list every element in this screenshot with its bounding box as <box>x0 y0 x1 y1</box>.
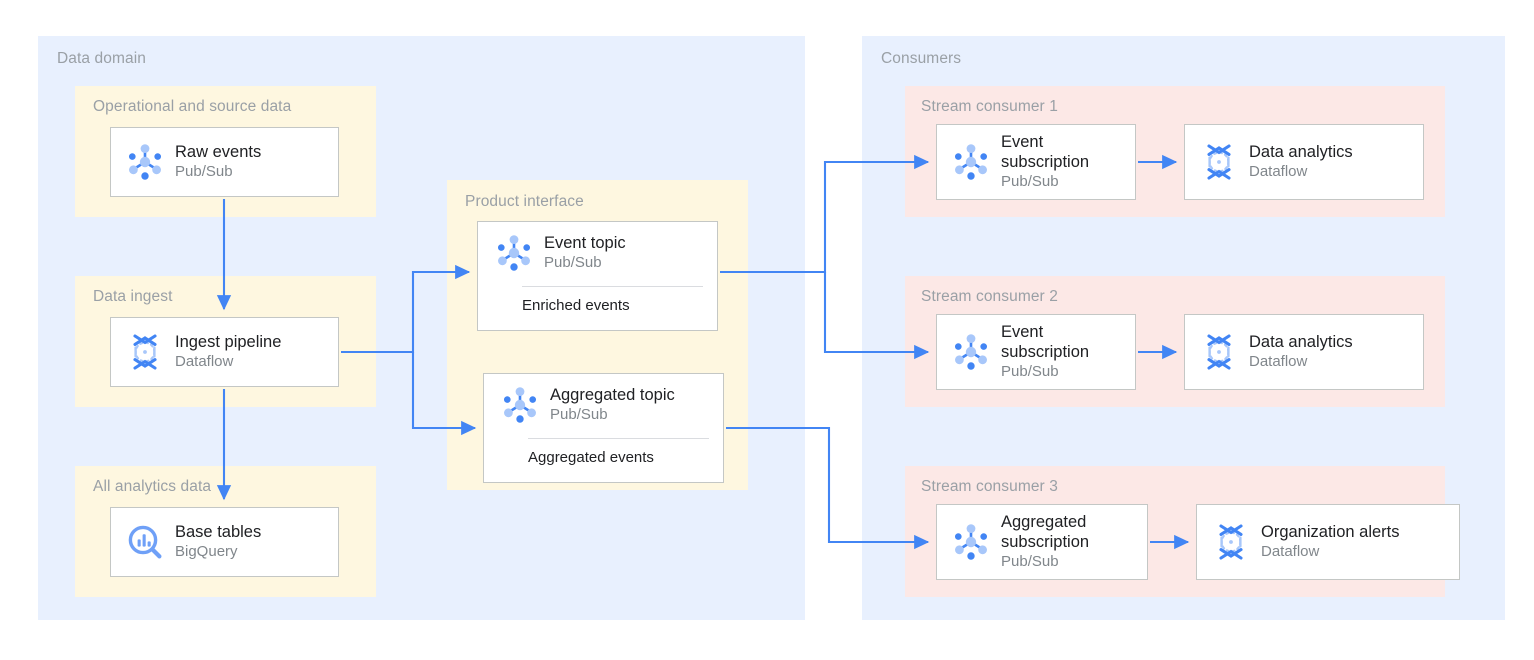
card-subtitle: Dataflow <box>1249 163 1308 181</box>
card-event-topic-header: Event topic Pub/Sub <box>478 222 717 284</box>
pubsub-icon <box>129 144 161 180</box>
card-aggregated-subscription-3[interactable]: Aggregated subscription Pub/Sub <box>936 504 1148 580</box>
card-base-tables-text: Base tables BigQuery <box>175 523 261 561</box>
bigquery-icon <box>128 525 162 559</box>
card-organization-alerts-3[interactable]: Organization alerts Dataflow <box>1196 504 1460 580</box>
card-data-analytics-2-text: Data analytics Dataflow <box>1249 333 1353 371</box>
group-operational-label: Operational and source data <box>93 98 292 115</box>
panel-consumers-label: Consumers <box>881 50 962 67</box>
card-aggregated-subscription-3-text: Aggregated subscription Pub/Sub <box>1001 513 1089 571</box>
card-event-topic-text: Event topic Pub/Sub <box>544 234 626 272</box>
group-stream-consumer-1-label: Stream consumer 1 <box>921 98 1058 115</box>
card-subtitle: Pub/Sub <box>550 406 608 424</box>
card-title: Event subscription <box>1001 323 1090 361</box>
divider <box>528 438 709 439</box>
card-event-topic[interactable]: Event topic Pub/Sub Enriched events <box>477 221 718 331</box>
card-title: Aggregated subscription <box>1001 513 1090 551</box>
group-all-analytics-label: All analytics data <box>93 478 212 495</box>
group-stream-consumer-2-label: Stream consumer 2 <box>921 288 1058 305</box>
card-event-topic-footer: Enriched events <box>522 297 630 314</box>
pubsub-icon <box>955 144 987 180</box>
dataflow-icon <box>1207 334 1231 370</box>
card-data-analytics-2[interactable]: Data analytics Dataflow <box>1184 314 1424 390</box>
card-data-analytics-1-text: Data analytics Dataflow <box>1249 143 1353 181</box>
group-data-ingest-label: Data ingest <box>93 288 173 305</box>
card-title: Data analytics <box>1249 142 1353 161</box>
card-aggregated-topic[interactable]: Aggregated topic Pub/Sub Aggregated even… <box>483 373 724 483</box>
card-subtitle: Pub/Sub <box>1001 362 1059 380</box>
card-title: Ingest pipeline <box>175 332 282 351</box>
panel-data-domain-label: Data domain <box>57 50 146 67</box>
card-title: Organization alerts <box>1261 522 1400 541</box>
dataflow-icon <box>1207 144 1231 180</box>
card-subtitle: Pub/Sub <box>1001 172 1059 190</box>
card-title: Aggregated topic <box>550 385 675 404</box>
pubsub-icon <box>498 235 530 271</box>
card-aggregated-topic-footer: Aggregated events <box>528 449 654 466</box>
card-raw-events[interactable]: Raw events Pub/Sub <box>110 127 339 197</box>
card-data-analytics-1[interactable]: Data analytics Dataflow <box>1184 124 1424 200</box>
pubsub-icon <box>504 387 536 423</box>
card-organization-alerts-3-text: Organization alerts Dataflow <box>1261 523 1400 561</box>
card-event-subscription-1-text: Event subscription Pub/Sub <box>1001 133 1089 191</box>
card-subtitle: Dataflow <box>1261 543 1320 561</box>
card-ingest-pipeline[interactable]: Ingest pipeline Dataflow <box>110 317 339 387</box>
card-event-subscription-2[interactable]: Event subscription Pub/Sub <box>936 314 1136 390</box>
card-ingest-pipeline-text: Ingest pipeline Dataflow <box>175 333 281 371</box>
dataflow-icon <box>1219 524 1243 560</box>
card-title: Event subscription <box>1001 133 1090 171</box>
card-title: Base tables <box>175 522 262 541</box>
card-subtitle: BigQuery <box>175 543 238 561</box>
group-product-interface-label: Product interface <box>465 193 584 210</box>
card-event-subscription-1[interactable]: Event subscription Pub/Sub <box>936 124 1136 200</box>
card-subtitle: Dataflow <box>1249 353 1308 371</box>
card-base-tables[interactable]: Base tables BigQuery <box>110 507 339 577</box>
card-raw-events-text: Raw events Pub/Sub <box>175 143 261 181</box>
divider <box>522 286 703 287</box>
card-subtitle: Pub/Sub <box>544 254 602 272</box>
pubsub-icon <box>955 334 987 370</box>
dataflow-icon <box>133 334 157 370</box>
card-title: Raw events <box>175 142 262 161</box>
card-event-subscription-2-text: Event subscription Pub/Sub <box>1001 323 1089 381</box>
card-subtitle: Pub/Sub <box>175 163 233 181</box>
card-subtitle: Pub/Sub <box>1001 552 1059 570</box>
card-title: Data analytics <box>1249 332 1353 351</box>
card-subtitle: Dataflow <box>175 353 234 371</box>
group-stream-consumer-3-label: Stream consumer 3 <box>921 478 1058 495</box>
card-aggregated-topic-text: Aggregated topic Pub/Sub <box>550 386 675 424</box>
pubsub-icon <box>955 524 987 560</box>
card-title: Event topic <box>544 233 626 252</box>
card-aggregated-topic-header: Aggregated topic Pub/Sub <box>484 374 723 436</box>
